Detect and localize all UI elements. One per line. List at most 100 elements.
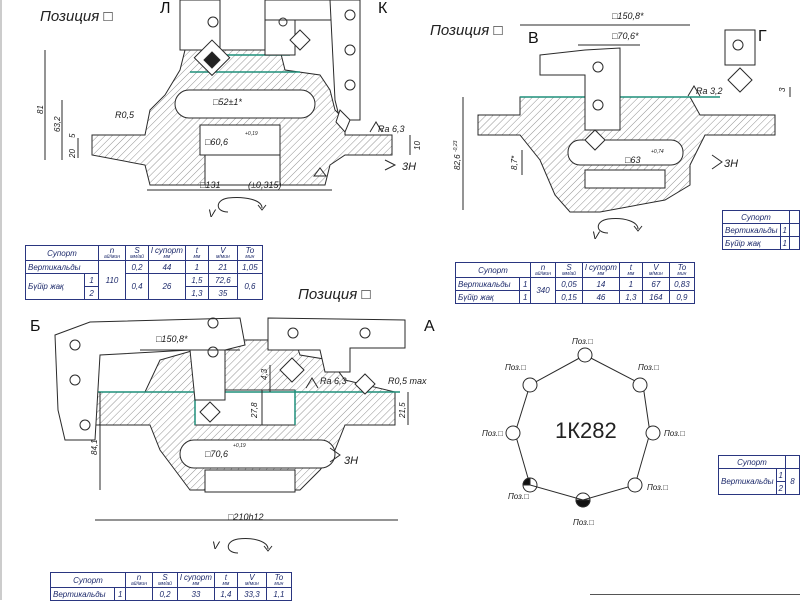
ra-label-1: Ra 6,3 — [378, 124, 405, 134]
cell-l: 46 — [582, 290, 620, 304]
cell-name: Бүйір жақ — [454, 290, 521, 304]
dim-81: 81 — [36, 105, 45, 114]
letter-l: Л — [160, 0, 171, 17]
cell-idx: 1 — [779, 236, 790, 250]
pos-label-4: Поз.□ — [647, 483, 668, 492]
cell-to: 1,1 — [265, 587, 292, 601]
cell-idx: 1 — [519, 290, 531, 304]
dim-top-3: □150,8* — [156, 334, 188, 344]
position-title-3: Позиция □ — [298, 286, 371, 303]
zn-label-1: 3Н — [402, 161, 417, 173]
cell-to: 0,9 — [668, 290, 695, 304]
col-support: Супорт — [455, 262, 531, 278]
v-label-3: V — [212, 540, 220, 552]
v-label-2: V — [592, 230, 600, 242]
cell-n: 8 — [784, 468, 800, 495]
table-row: Бүйір жақ 1 0,15 46 1,3 164 0,9 — [454, 290, 695, 304]
pos-label-7: Поз.□ — [482, 429, 503, 438]
dim-63: 63,2 — [53, 116, 62, 132]
table-row: 2 1,3 35 — [26, 286, 263, 300]
cell-name: Вертикальды — [25, 260, 99, 274]
pos-label-2: Поз.□ — [638, 363, 659, 372]
cell-t: 1 — [184, 260, 209, 274]
col-support: Супорт — [718, 455, 786, 469]
cell-s: 0,4 — [125, 273, 149, 300]
cell-idx: 1 — [775, 468, 786, 482]
radius-label-1: R0,5 — [115, 110, 135, 120]
dim-43: 4,3 — [260, 368, 269, 380]
dim-21: 21,5 — [398, 402, 407, 418]
dim-3: 3 — [778, 87, 787, 92]
dim-hole-1-tol: +0,19 — [245, 131, 258, 137]
dim-82: 82,6 — [453, 154, 462, 170]
dim-outer-1-tol: (±0,315) — [248, 180, 282, 190]
cell-v: 35 — [207, 286, 238, 300]
cell-l: 14 — [582, 277, 620, 291]
cell-name: Вертикальды — [718, 468, 777, 495]
cell-n — [125, 587, 153, 601]
cell-l: 44 — [148, 260, 186, 274]
cell-n: 340 — [530, 277, 556, 304]
radius-label-3: R0,5 max — [388, 376, 427, 386]
tool-holder-a — [267, 317, 406, 373]
col-support: Супорт — [50, 572, 126, 588]
cell-idx: 1 — [779, 223, 790, 237]
pos-label-5: Поз.□ — [573, 518, 594, 527]
dim-10: 10 — [413, 141, 422, 150]
table-row: Вертикальды 1 0,2 33 1,4 33,3 1,1 — [49, 587, 292, 601]
cell-idx: 2 — [84, 286, 99, 300]
cell-v: 21 — [207, 260, 238, 274]
drawing-2 — [462, 24, 791, 234]
dim-20: 20 — [68, 149, 77, 158]
cell-l: 33 — [177, 587, 215, 601]
cell-t: 1,5 — [184, 273, 209, 287]
cell-v: 164 — [641, 290, 670, 304]
cell-name: Вертикальды — [454, 277, 521, 291]
dim-top-2: □150,8* — [612, 11, 644, 21]
cell-to: 0,6 — [236, 273, 263, 300]
col-support: Супорт — [722, 210, 790, 224]
table-row: Вертикальды 110 0,2 44 1 21 1,05 — [25, 260, 263, 300]
dim-87: 8,7* — [510, 155, 519, 170]
cell-v: 33,3 — [236, 587, 267, 601]
cell-idx: 1 — [519, 277, 531, 291]
cell-name: Бүйір жақ — [24, 273, 86, 300]
machine-model: 1К282 — [555, 418, 617, 443]
cell-t: 1,4 — [213, 587, 238, 601]
letter-g: Г — [758, 28, 767, 45]
dim-hole-3: □70,6 — [205, 449, 228, 459]
cell-t: 1 — [618, 277, 643, 291]
cell-s: 0,2 — [152, 587, 178, 601]
cell-name: Вертикальды — [49, 587, 116, 601]
cell-s: 0,2 — [125, 260, 149, 274]
ra-label-2: Ra 3,2 — [696, 86, 723, 96]
cell-name: Вертикальды — [722, 223, 781, 237]
turret-diagram — [505, 347, 661, 508]
cell-s: 0,15 — [555, 290, 583, 304]
cell-v: 67 — [641, 277, 670, 291]
table-row: Бүйір жақ 1 0,4 26 1,5 72,6 0,6 — [24, 273, 263, 300]
tool-holder-g — [724, 29, 756, 66]
pos-label-1: Поз.□ — [572, 337, 593, 346]
pos-label-3: Поз.□ — [664, 429, 685, 438]
letter-v: В — [528, 30, 539, 47]
pos-label-6: Поз.□ — [508, 492, 529, 501]
dim-bore-1: □52±1* — [213, 97, 242, 107]
dim-outer-1: □131 — [200, 180, 221, 190]
title-block-edge — [590, 594, 800, 595]
cell-idx: 1 — [84, 273, 99, 287]
